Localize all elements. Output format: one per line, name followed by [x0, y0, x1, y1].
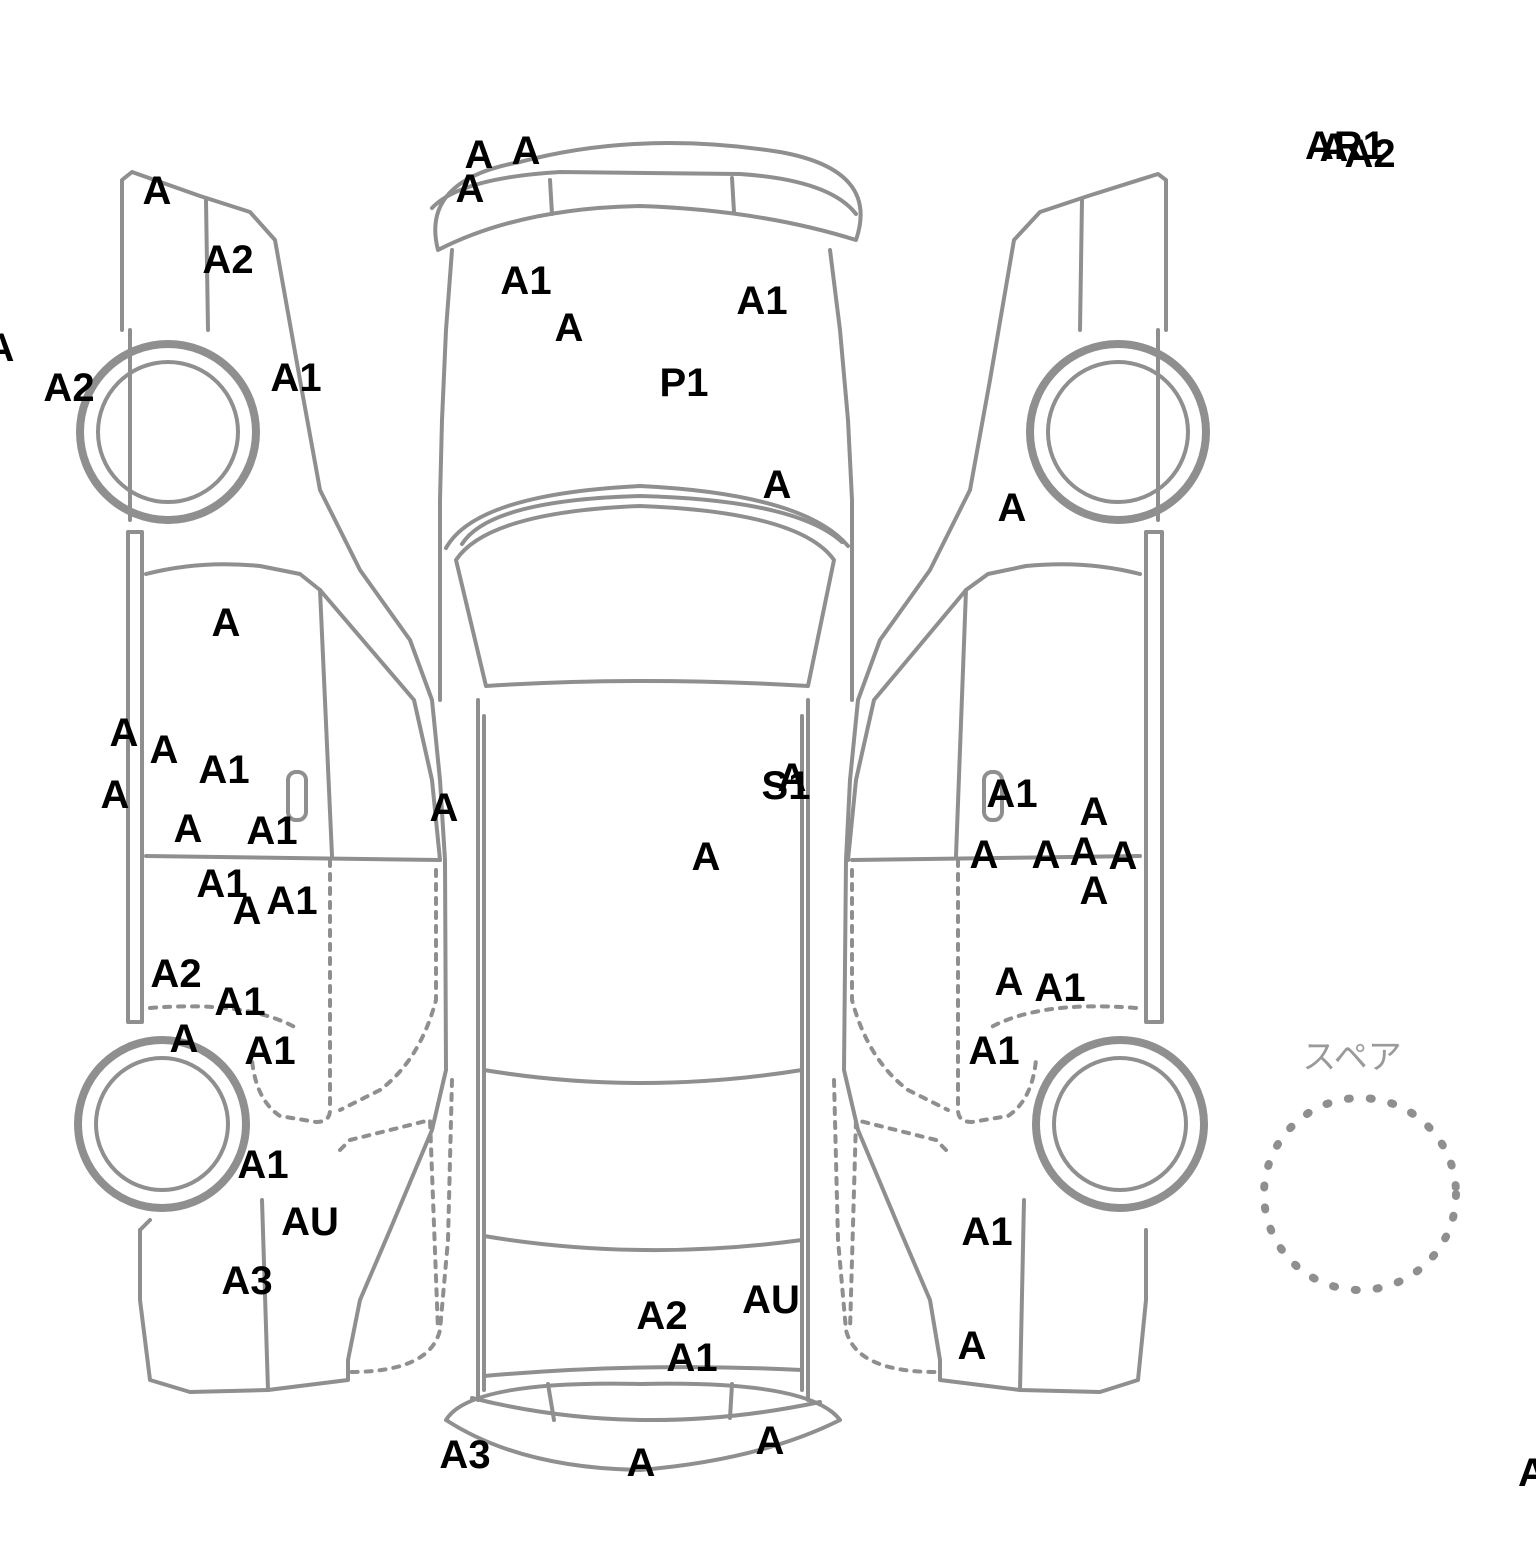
damage-mark: A1 — [214, 980, 266, 1024]
damage-mark: A1 — [666, 1336, 718, 1380]
damage-mark: A2 — [150, 952, 202, 996]
damage-mark: A — [1031, 833, 1061, 877]
damage-mark: A — [1079, 790, 1109, 834]
damage-mark: A — [169, 1017, 199, 1061]
damage-mark: A — [511, 129, 541, 173]
damage-mark: A — [142, 169, 172, 213]
damage-mark: A — [626, 1441, 656, 1485]
damage-mark: A1 — [1034, 966, 1086, 1010]
damage-mark: A — [997, 486, 1027, 530]
damage-mark: A — [1079, 869, 1109, 913]
damage-mark: A — [1319, 126, 1349, 170]
damage-mark: A2 — [636, 1294, 688, 1338]
damage-mark: A2 — [202, 238, 254, 282]
damage-mark: A — [149, 728, 179, 772]
damage-mark: A — [211, 601, 241, 645]
damage-mark: A1 — [500, 259, 552, 303]
damage-mark: A1 — [736, 279, 788, 323]
damage-mark: A3 — [439, 1433, 491, 1477]
spare-label: スペア — [1302, 1037, 1402, 1078]
damage-mark: A — [1108, 834, 1138, 878]
damage-mark: A — [755, 1419, 785, 1463]
damage-mark: A1 — [198, 748, 250, 792]
damage-mark: A — [173, 807, 203, 851]
damage-mark: A1 — [266, 879, 318, 923]
damage-mark: A — [691, 835, 721, 879]
damage-mark: AU — [742, 1278, 800, 1322]
damage-mark: A — [109, 711, 139, 755]
damage-mark: A3 — [221, 1259, 273, 1303]
damage-mark: A — [429, 786, 459, 830]
damage-mark: A1 — [244, 1029, 296, 1073]
damage-mark: A — [455, 167, 485, 211]
damage-mark: A1 — [270, 356, 322, 400]
damage-mark: A1 — [961, 1210, 1013, 1254]
right-side-view — [832, 172, 1210, 1394]
damage-mark: A — [1518, 1451, 1536, 1495]
damage-mark: A — [100, 773, 130, 817]
damage-mark: AU — [281, 1200, 339, 1244]
left-side-view — [74, 170, 454, 1394]
damage-mark: A — [994, 960, 1024, 1004]
damage-mark: A — [464, 133, 494, 177]
damage-mark: P1 — [659, 361, 709, 405]
damage-mark: A — [969, 833, 999, 877]
damage-mark: A1 — [196, 862, 248, 906]
spare-tire-outline — [1260, 1094, 1460, 1294]
damage-mark: A — [1069, 830, 1099, 874]
damage-mark: A1 — [968, 1029, 1020, 1073]
damage-mark: A — [957, 1324, 987, 1368]
damage-mark: A — [554, 306, 584, 350]
damage-mark: A1 — [986, 772, 1038, 816]
center-top-view — [430, 141, 863, 1472]
damage-mark: A — [0, 328, 14, 368]
damage-mark: A1 — [237, 1143, 289, 1187]
damage-mark: S1 — [761, 764, 811, 808]
damage-mark: A — [762, 463, 792, 507]
damage-mark: A2 — [43, 366, 95, 410]
damage-mark: A1 — [246, 809, 298, 853]
damage-mark: A — [232, 889, 262, 933]
damage-mark: A — [777, 756, 807, 800]
damage-mark: AR1 — [1304, 124, 1386, 168]
damage-mark: A2 — [1344, 132, 1396, 176]
